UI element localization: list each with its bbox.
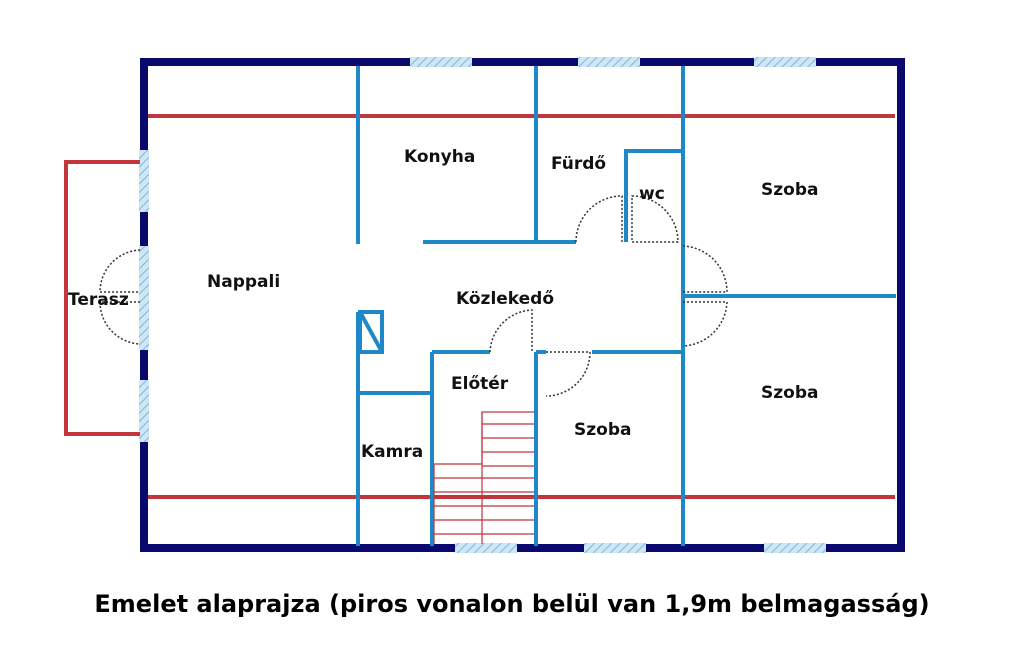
room-label-kamra: Kamra	[361, 442, 423, 462]
door-eloter	[489, 309, 533, 353]
chimney-box	[358, 310, 384, 354]
room-label-kozlekedo: Közlekedő	[456, 289, 554, 309]
room-label-wc: wc	[639, 184, 665, 204]
plan-caption: Emelet alaprajza (piros vonalon belül va…	[94, 590, 930, 618]
room-label-eloter: Előtér	[451, 374, 509, 394]
window	[455, 543, 517, 553]
door-terasz-bottom	[99, 301, 141, 345]
window	[139, 380, 149, 442]
stairs	[433, 411, 534, 544]
door-szoba-e	[682, 301, 728, 347]
ceiling-height-lines	[148, 114, 895, 499]
room-label-szoba-s: Szoba	[574, 420, 631, 440]
window	[764, 543, 826, 553]
chimney	[358, 310, 384, 354]
room-label-nappali: Nappali	[207, 272, 280, 292]
window	[584, 543, 646, 553]
window	[139, 150, 149, 212]
wc-wall	[624, 149, 683, 242]
room-label-terasz: Terasz	[68, 290, 129, 310]
doors	[99, 195, 728, 397]
room-label-furdo: Fürdő	[551, 154, 606, 174]
floor-plan: Konyha Fürdő wc Szoba Szoba Szoba Nappal…	[64, 57, 905, 553]
door-szoba-s	[545, 351, 591, 397]
kozlekedo-wall	[592, 242, 685, 354]
window	[578, 57, 640, 67]
inner-walls	[356, 66, 896, 546]
window	[754, 57, 816, 67]
room-label-szoba-ne: Szoba	[761, 180, 818, 200]
room-labels: Konyha Fürdő wc Szoba Szoba Szoba Nappal…	[68, 147, 818, 462]
door-terasz-top	[99, 249, 141, 293]
terrace-outline	[64, 160, 140, 436]
door-furdo	[575, 195, 623, 243]
window	[410, 57, 472, 67]
chimney-diagonal	[358, 311, 384, 353]
room-label-konyha: Konyha	[404, 147, 475, 167]
room-label-szoba-e: Szoba	[761, 383, 818, 403]
windows	[139, 57, 826, 553]
door-wc	[631, 195, 679, 243]
door-szoba-ne	[682, 245, 728, 293]
window	[139, 246, 149, 350]
